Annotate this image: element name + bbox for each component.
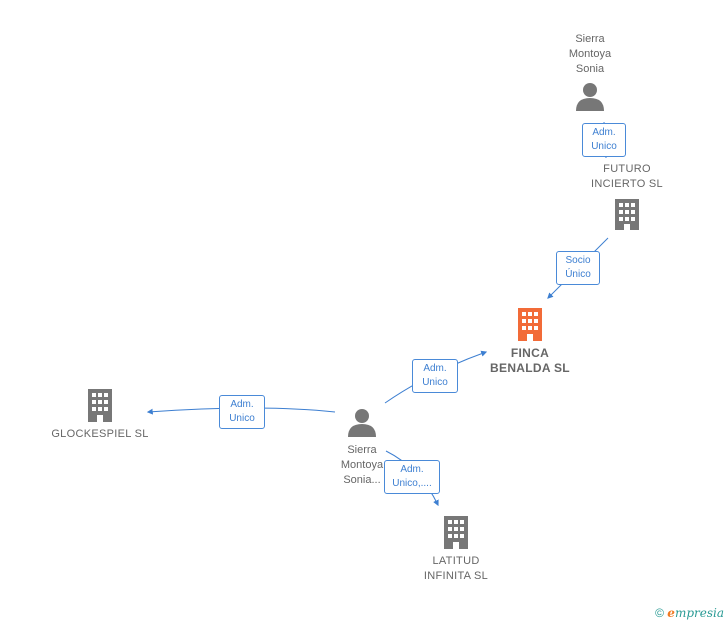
badge-adm-unico-finca[interactable]: Adm. Unico: [412, 359, 458, 393]
building-icon-highlight: [480, 306, 580, 342]
building-icon: [582, 197, 672, 231]
empresia-watermark: © empresia: [655, 606, 724, 620]
person-center-label: Sierra Montoya Sonia...: [340, 444, 384, 486]
badge-adm-unico-latitud[interactable]: Adm. Unico,....: [384, 460, 440, 494]
building-icon: [406, 514, 506, 550]
latitud-label: LATITUD INFINITA SL: [423, 555, 489, 582]
node-person-center[interactable]: Sierra Montoya Sonia...: [322, 407, 402, 488]
finca-label: FINCA BENALDA SL: [490, 346, 570, 375]
node-futuro-incierto[interactable]: FUTURO INCIERTO SL: [582, 162, 672, 231]
copyright-symbol: ©: [655, 606, 664, 620]
futuro-label: FUTURO INCIERTO SL: [591, 163, 663, 190]
node-finca-benalda[interactable]: FINCA BENALDA SL: [480, 306, 580, 376]
badge-adm-unico-top[interactable]: Adm. Unico: [582, 123, 626, 157]
node-glockespiel[interactable]: GLOCKESPIEL SL: [40, 387, 160, 442]
badge-adm-unico-glockespiel[interactable]: Adm. Unico: [219, 395, 265, 429]
badge-socio-unico[interactable]: Socio Único: [556, 251, 600, 285]
brand-logo: empresia: [667, 606, 724, 620]
person-icon: [550, 81, 630, 111]
person-icon: [322, 407, 402, 437]
node-latitud-infinita[interactable]: LATITUD INFINITA SL: [406, 514, 506, 584]
node-person-top[interactable]: Sierra Montoya Sonia: [550, 32, 630, 111]
glockespiel-label: GLOCKESPIEL SL: [51, 428, 149, 440]
building-icon: [40, 387, 160, 423]
person-top-label: Sierra Montoya Sonia: [568, 33, 612, 75]
